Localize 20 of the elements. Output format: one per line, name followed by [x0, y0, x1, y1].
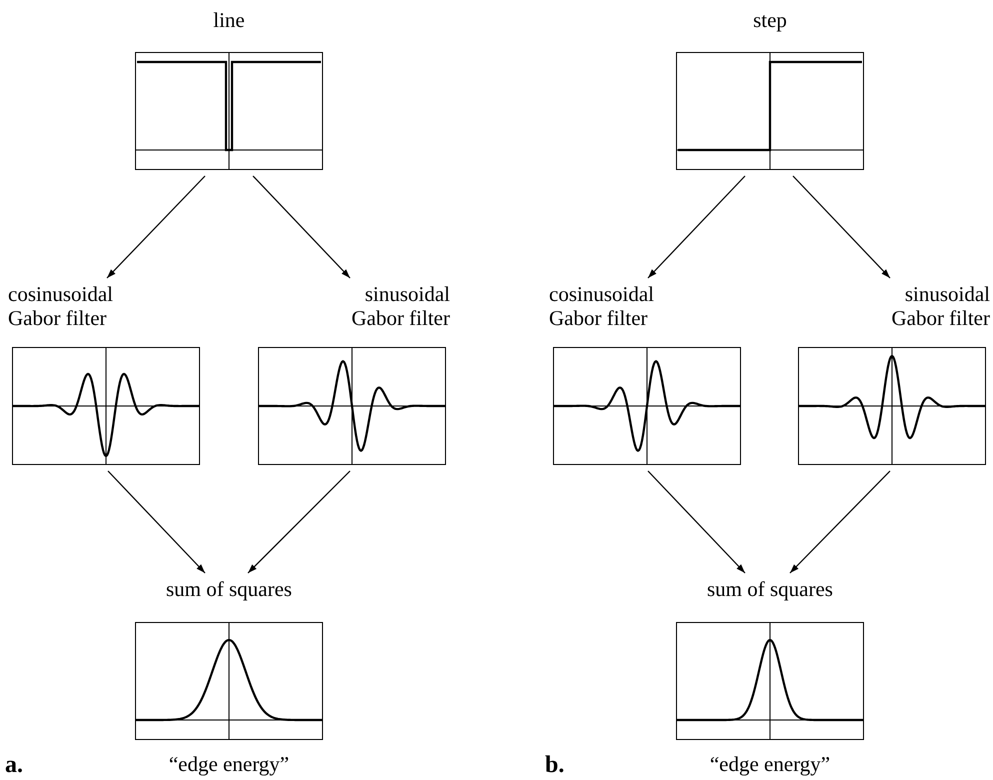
- panel-letter: a.: [5, 752, 23, 778]
- node-heading: cosinusoidal Gabor filter: [549, 282, 655, 330]
- arrow: [108, 470, 206, 574]
- node-heading: sum of squares: [166, 577, 292, 601]
- arrow: [106, 176, 206, 278]
- plot-caption: “edge energy”: [168, 752, 290, 776]
- arrow: [792, 176, 890, 278]
- node-heading: sum of squares: [707, 577, 833, 601]
- node-heading: sinusoidal Gabor filter: [890, 282, 990, 330]
- node-heading: cosinusoidal Gabor filter: [8, 282, 114, 330]
- arrow: [252, 176, 350, 278]
- arrow: [790, 470, 890, 574]
- arrow: [648, 176, 746, 278]
- plot-caption: “edge energy”: [708, 752, 832, 776]
- panel-letter: b.: [545, 752, 564, 778]
- arrow: [648, 470, 746, 574]
- node-heading: step: [753, 8, 787, 32]
- arrow: [248, 470, 350, 574]
- node-heading: sinusoidal Gabor filter: [350, 282, 450, 330]
- node-heading: line: [213, 8, 245, 32]
